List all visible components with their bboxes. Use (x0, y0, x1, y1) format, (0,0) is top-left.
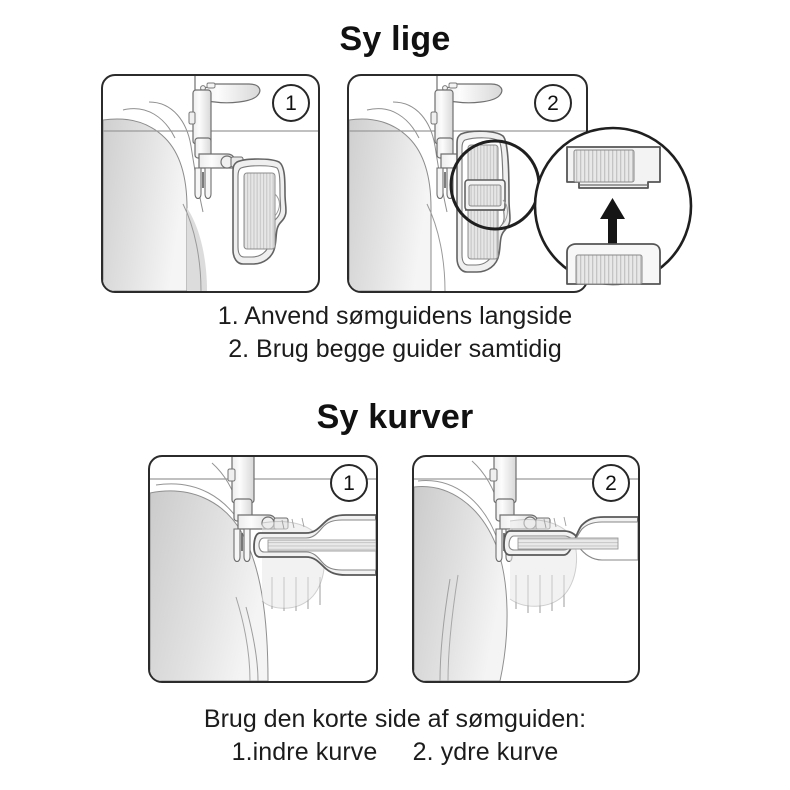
step-badge-sy-lige-1: 1 (272, 84, 310, 122)
caption-line-2: 2. Brug begge guider samtidig (228, 334, 562, 363)
caption-sy-lige: 1. Anvend sømguidens langside 2. Brug be… (0, 300, 790, 365)
caption-line-2: 1.indre kurve 2. ydre kurve (231, 737, 559, 766)
step-badge-sy-lige-2: 2 (534, 84, 572, 122)
illustration-straight-seam-long-side (103, 76, 318, 291)
illustration-inner-curve (150, 457, 376, 681)
illustration-outer-curve (414, 457, 638, 681)
section-title-sy-lige: Sy lige (339, 20, 451, 58)
panel-sy-kurver-step-2 (412, 455, 640, 683)
step-badge-sy-kurver-1: 1 (330, 464, 368, 502)
callout-arrow-up-icon (600, 198, 625, 246)
caption-sy-kurver: Brug den korte side af sømguiden: 1.indr… (0, 703, 790, 768)
section-title-sy-kurver: Sy kurver (316, 398, 474, 436)
caption-line-1: 1. Anvend sømguidens langside (217, 302, 573, 330)
step-badge-sy-kurver-2: 2 (592, 464, 630, 502)
caption-line-1: Brug den korte side af sømguiden: (203, 705, 587, 733)
